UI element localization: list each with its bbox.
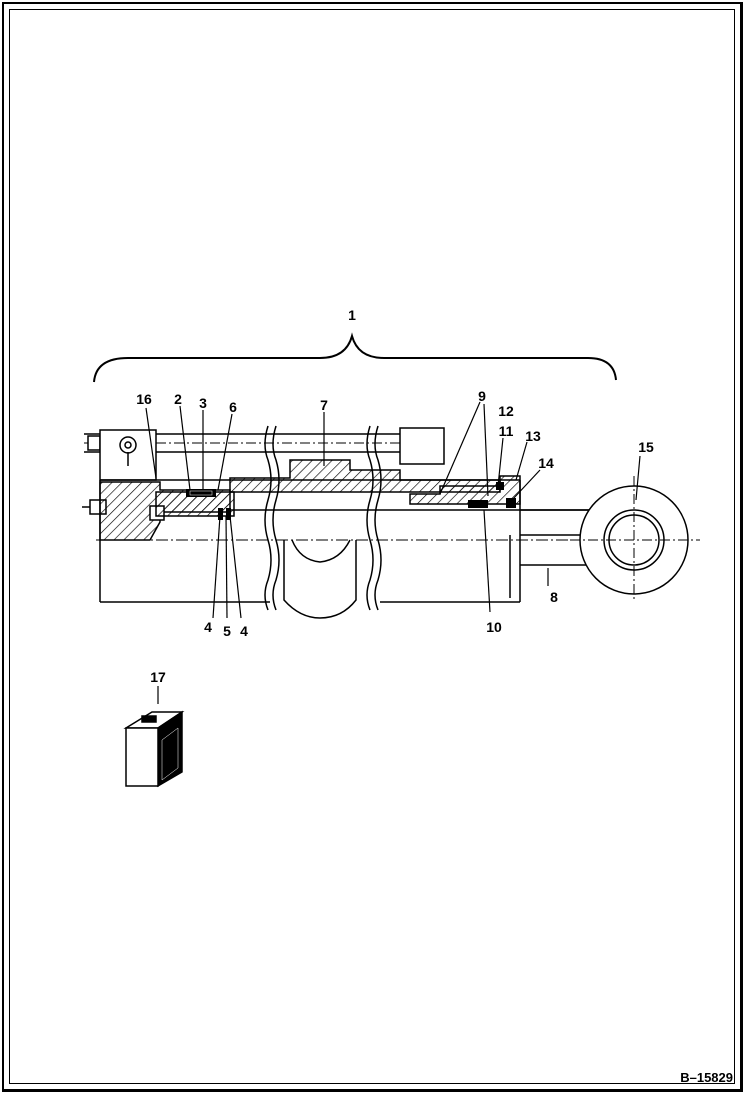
callout-11: 11 (499, 423, 514, 439)
barrel-wall-section (229, 459, 501, 493)
callout-1: 1 (348, 307, 356, 323)
leader-lines (145, 401, 641, 704)
callout-6: 6 (229, 399, 237, 415)
gland-seal (468, 500, 488, 508)
gland-wiper (506, 498, 516, 508)
piston-rod (96, 509, 600, 566)
piston-seal-inner (189, 490, 213, 496)
callout-15: 15 (638, 439, 654, 455)
callout-5: 5 (223, 623, 231, 639)
port-boss (283, 539, 357, 619)
gland-ring (496, 482, 504, 490)
callout-3: 3 (199, 395, 207, 411)
callout-14: 14 (538, 455, 554, 471)
document-id: B–15829 (680, 1070, 733, 1085)
piston-ring-left (218, 508, 223, 520)
piston-ring-right (226, 508, 231, 520)
page-border-inner (9, 9, 735, 1084)
seal-kit-box (123, 710, 185, 788)
callout-7: 7 (320, 397, 328, 413)
callout-17: 17 (150, 669, 166, 685)
callout-2: 2 (174, 391, 182, 407)
assembly-brace (93, 332, 617, 383)
callout-16: 16 (136, 391, 152, 407)
callout-12: 12 (498, 403, 514, 419)
callout-13: 13 (525, 428, 541, 444)
callout-4-left: 4 (204, 619, 212, 635)
callout-8: 8 (550, 589, 558, 605)
break-lines (264, 425, 382, 611)
rod-eye (520, 476, 700, 600)
callout-4-right: 4 (240, 623, 248, 639)
callout-9: 9 (478, 388, 486, 404)
gland-section (409, 475, 521, 505)
callout-10: 10 (486, 619, 502, 635)
